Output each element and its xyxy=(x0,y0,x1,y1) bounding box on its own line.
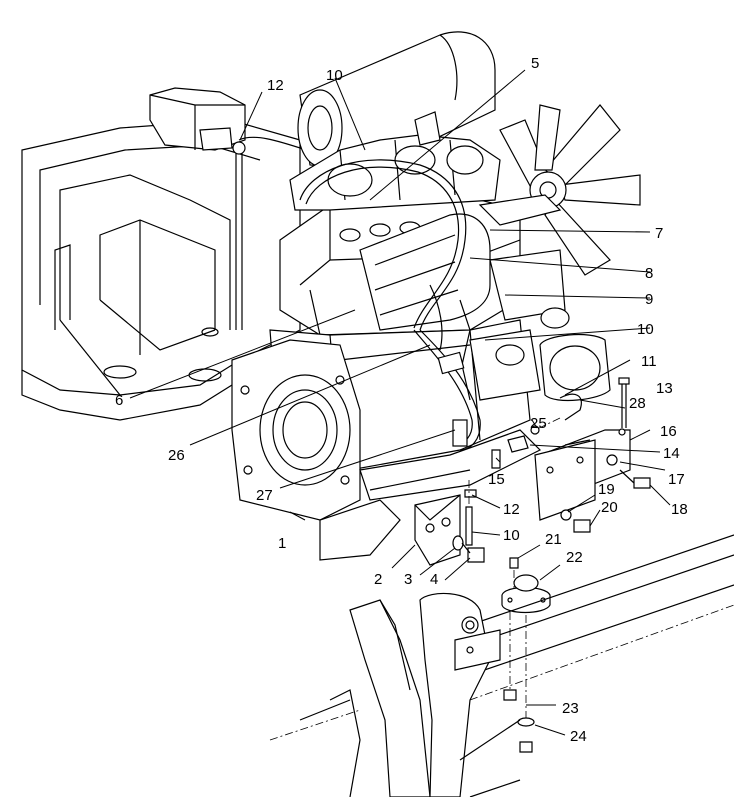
part-label-24: 24 xyxy=(570,728,587,745)
right-mount-bracket xyxy=(534,377,651,533)
part-label-5: 5 xyxy=(531,55,539,72)
part-label-12-top: 12 xyxy=(267,77,284,94)
part-labels: 1 2 3 4 5 6 7 8 9 10 10 10 11 12 12 13 1… xyxy=(115,55,688,745)
part-label-15: 15 xyxy=(488,471,505,488)
part-label-10-bottom: 10 xyxy=(503,527,520,544)
part-label-27: 27 xyxy=(256,487,273,504)
part-label-14: 14 xyxy=(663,445,680,462)
bell-housing xyxy=(231,339,401,561)
part-label-2: 2 xyxy=(374,571,382,588)
part-label-26: 26 xyxy=(168,447,185,464)
part-label-12-bottom: 12 xyxy=(503,501,520,518)
hardware-cluster xyxy=(491,393,582,469)
part-label-22: 22 xyxy=(566,549,583,566)
part-label-4: 4 xyxy=(430,571,438,588)
fuel-filler-cap xyxy=(149,87,246,151)
part-label-3: 3 xyxy=(404,571,412,588)
air-cleaner xyxy=(297,31,496,171)
left-mount-bracket xyxy=(414,480,485,566)
part-label-8: 8 xyxy=(645,265,653,282)
frame-housing xyxy=(21,119,301,421)
part-label-17: 17 xyxy=(668,471,685,488)
part-label-10-mid: 10 xyxy=(637,321,654,338)
part-label-16: 16 xyxy=(660,423,677,440)
chassis-frame xyxy=(269,534,734,797)
part-label-9: 9 xyxy=(645,291,653,308)
cooling-fan xyxy=(499,104,641,276)
part-label-23: 23 xyxy=(562,700,579,717)
part-label-13: 13 xyxy=(656,380,673,397)
part-label-10-top: 10 xyxy=(326,67,343,84)
part-label-6: 6 xyxy=(115,392,123,409)
sump-rail xyxy=(359,429,542,501)
part-label-25: 25 xyxy=(530,415,547,432)
leader-lines xyxy=(129,69,671,736)
part-label-7: 7 xyxy=(655,225,663,242)
part-label-11: 11 xyxy=(641,353,657,370)
part-label-21: 21 xyxy=(545,531,562,548)
part-label-19: 19 xyxy=(598,481,615,498)
part-label-18: 18 xyxy=(671,501,688,518)
part-label-28: 28 xyxy=(629,395,646,412)
wiring-harness xyxy=(299,159,481,451)
vibration-isolator xyxy=(501,557,551,753)
part-label-1: 1 xyxy=(278,535,286,552)
part-label-20: 20 xyxy=(601,499,618,516)
